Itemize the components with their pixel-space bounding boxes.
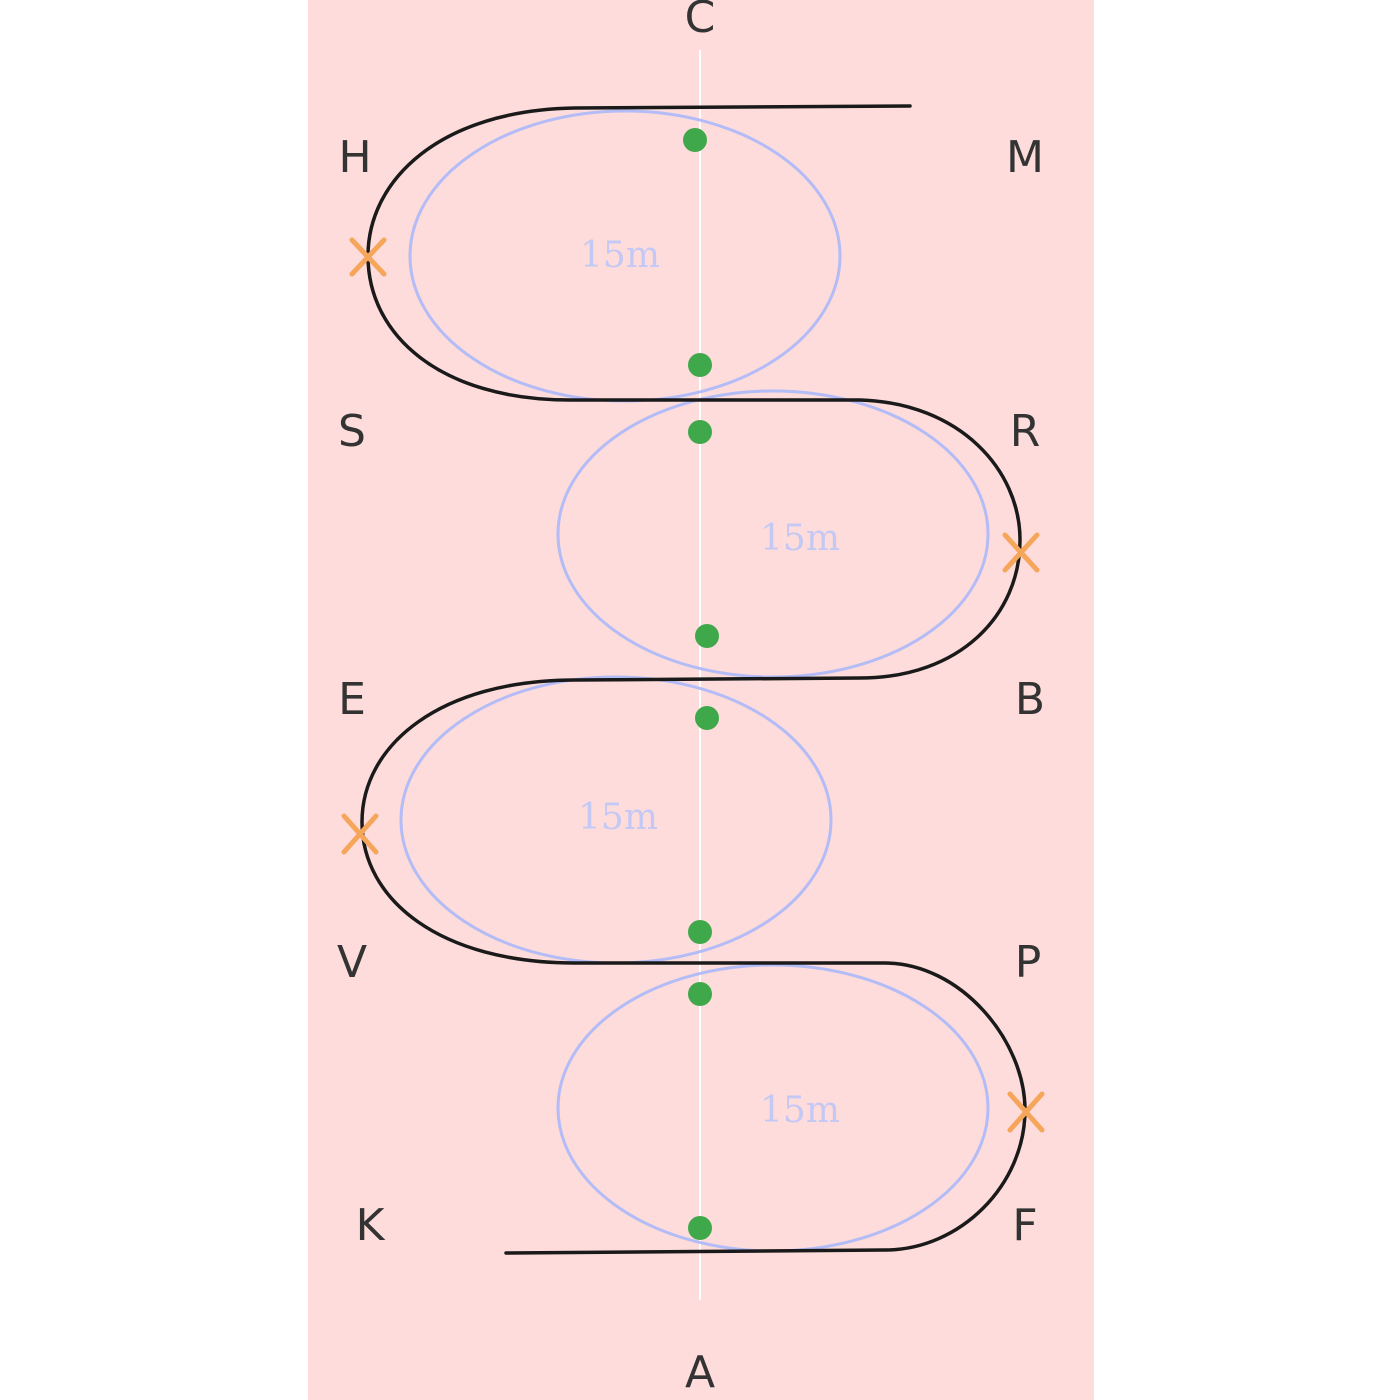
centerline-dot: [688, 420, 712, 444]
marker-b: B: [1015, 674, 1045, 725]
centerline-dot: [695, 706, 719, 730]
marker-c: C: [685, 0, 716, 43]
marker-s: S: [338, 406, 366, 457]
circle-1-label: 15m: [580, 235, 660, 276]
marker-r: R: [1010, 406, 1041, 457]
centerline-dot: [695, 624, 719, 648]
centerline-dot: [688, 1216, 712, 1240]
marker-f: F: [1012, 1200, 1037, 1251]
centerline-dot: [688, 920, 712, 944]
centerline-dot: [688, 353, 712, 377]
marker-e: E: [338, 674, 366, 725]
marker-m: M: [1006, 132, 1044, 183]
circle-4-label: 15m: [760, 1090, 840, 1131]
marker-k: K: [356, 1200, 386, 1251]
circle-3-label: 15m: [578, 797, 658, 838]
centerline-dot: [688, 982, 712, 1006]
marker-v: V: [337, 937, 367, 988]
marker-h: H: [338, 132, 371, 183]
cross-mark-icon: [341, 813, 379, 855]
cross-mark-icon: [1002, 532, 1040, 573]
circle-2-label: 15m: [760, 518, 840, 559]
cross-mark-icon: [349, 237, 387, 277]
marker-a: A: [685, 1347, 715, 1398]
centerline-dot: [683, 128, 707, 152]
marker-p: P: [1015, 937, 1042, 988]
serpentine-track: [360, 104, 1027, 1255]
cross-mark-icon: [1007, 1091, 1045, 1133]
